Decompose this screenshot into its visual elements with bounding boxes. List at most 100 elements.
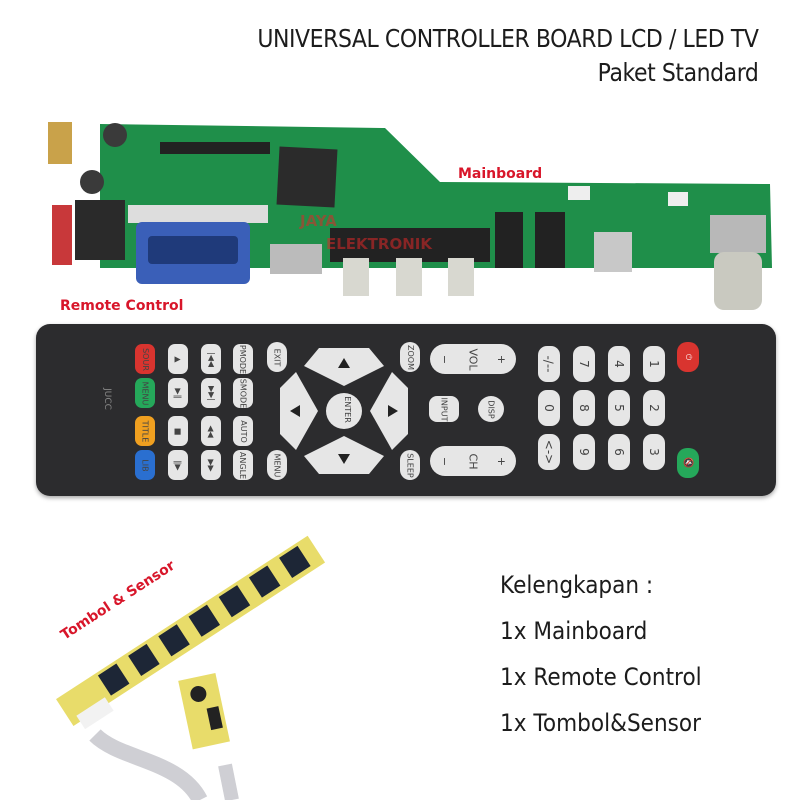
number-key[interactable]: 9 [573, 434, 595, 470]
led [206, 706, 223, 731]
mainboard-label: Mainboard [458, 166, 543, 182]
exit-key[interactable]: EXIT [267, 342, 287, 372]
number-key[interactable]: <-> [538, 434, 560, 470]
tact-button [158, 624, 190, 657]
title-key[interactable]: TITLE [135, 416, 155, 446]
red-key[interactable]: SOUR [135, 344, 155, 374]
mute-key[interactable]: 🔇 [677, 448, 699, 478]
lvds-connector [128, 205, 268, 223]
tact-button [97, 663, 130, 696]
pin-header [160, 142, 270, 154]
forward-key[interactable]: ▶▶ [201, 450, 221, 480]
channel-rocker[interactable]: −CH+ [430, 446, 516, 476]
button-board-image [56, 535, 326, 800]
number-key[interactable]: -/-- [538, 346, 560, 382]
number-key-label: -/-- [541, 355, 556, 373]
tact-button [128, 643, 160, 677]
red-connector [52, 205, 72, 265]
menu-green-key[interactable]: MENU [135, 378, 155, 408]
remote-control: JUCC SOUR MENU TITLE LIB ▲ ▶‖ ■ ‖▶ |◀◀ ▶… [36, 324, 776, 496]
number-key-label: 5 [611, 404, 626, 412]
remote-brand: JUCC [101, 388, 112, 410]
connector [668, 192, 688, 206]
menu-key[interactable]: MENU [267, 450, 287, 480]
next-key[interactable]: ▶▶| [201, 378, 221, 408]
dpad [280, 348, 408, 474]
angle-key[interactable]: ANGLE [233, 450, 253, 480]
av-block [330, 228, 490, 262]
capacitor [80, 170, 104, 194]
page-subtitle: Paket Standard [597, 58, 758, 87]
input-key[interactable]: INPUT [429, 396, 459, 422]
number-key-label: 1 [646, 360, 661, 368]
step-key[interactable]: ‖▶ [168, 450, 188, 480]
disp-key[interactable]: DISP [478, 396, 504, 422]
tuner-box [710, 215, 766, 253]
number-key[interactable]: 6 [608, 434, 630, 470]
number-key[interactable]: 8 [573, 390, 595, 426]
zoom-key[interactable]: ZOOM [400, 342, 420, 372]
number-key[interactable]: 4 [608, 346, 630, 382]
blue-key[interactable]: LIB [135, 450, 155, 480]
number-key-label: 2 [646, 404, 661, 412]
remote-label: Remote Control [60, 298, 184, 314]
audio-jack [535, 212, 565, 268]
rca-jack [343, 258, 369, 296]
number-key-label: 0 [541, 404, 556, 412]
rewind-key[interactable]: ◀◀ [201, 416, 221, 446]
stop-key[interactable]: ■ [168, 416, 188, 446]
number-key[interactable]: 3 [643, 434, 665, 470]
eject-key[interactable]: ▲ [168, 344, 188, 374]
tact-button [188, 604, 221, 637]
ribbon-cable [89, 728, 208, 800]
sensor-board [178, 672, 230, 750]
contents-item: 1x Tombol&Sensor [500, 709, 701, 737]
tact-button [279, 545, 311, 578]
pmode-key[interactable]: PMODE [233, 344, 253, 374]
ir-sensor [190, 685, 207, 702]
number-key-label: 7 [576, 360, 591, 368]
connector [568, 186, 590, 200]
sensor-cable [218, 763, 239, 800]
mainboard-image [48, 122, 772, 310]
power-key[interactable]: ⏻ [677, 342, 699, 372]
rca-jack [396, 258, 422, 296]
connector [76, 697, 114, 730]
number-key[interactable]: 0 [538, 390, 560, 426]
contents-item: 1x Mainboard [500, 617, 648, 645]
watermark-line1: JAYA [300, 212, 337, 230]
number-key[interactable]: 5 [608, 390, 630, 426]
usb-port [594, 232, 632, 272]
auto-key[interactable]: AUTO [233, 416, 253, 446]
prev-key[interactable]: |◀◀ [201, 344, 221, 374]
rca-jack [448, 258, 474, 296]
tact-button [218, 585, 251, 618]
volume-rocker[interactable]: −VOL+ [430, 344, 516, 374]
smode-key[interactable]: SMODE [233, 378, 253, 408]
number-key[interactable]: 2 [643, 390, 665, 426]
number-key[interactable]: 7 [573, 346, 595, 382]
header: UNIVERSAL CONTROLLER BOARD LCD / LED TV … [256, 22, 759, 90]
page-title: UNIVERSAL CONTROLLER BOARD LCD / LED TV [256, 24, 759, 53]
tact-button [248, 565, 281, 598]
number-key-label: 6 [611, 448, 626, 456]
vga-port-inner [148, 236, 238, 264]
tuner-jack [714, 252, 762, 310]
sleep-key[interactable]: SLEEP [400, 450, 420, 480]
play-pause-key[interactable]: ▶‖ [168, 378, 188, 408]
contents-list: Kelengkapan : 1x Mainboard 1x Remote Con… [500, 562, 702, 746]
contents-item: 1x Remote Control [500, 663, 702, 691]
number-key-label: 9 [576, 448, 591, 456]
number-key-label: 3 [646, 448, 661, 456]
number-key-label: 8 [576, 404, 591, 412]
hdmi-port [270, 244, 322, 274]
enter-label: ENTER [342, 396, 352, 423]
contents-heading: Kelengkapan : [500, 571, 654, 599]
number-key-label: 4 [611, 360, 626, 368]
number-key[interactable]: 1 [643, 346, 665, 382]
dc-jack [75, 200, 125, 260]
number-key-label: <-> [542, 439, 557, 465]
main-chip [276, 146, 338, 208]
capacitor [103, 123, 127, 147]
enter-key[interactable] [326, 393, 362, 429]
